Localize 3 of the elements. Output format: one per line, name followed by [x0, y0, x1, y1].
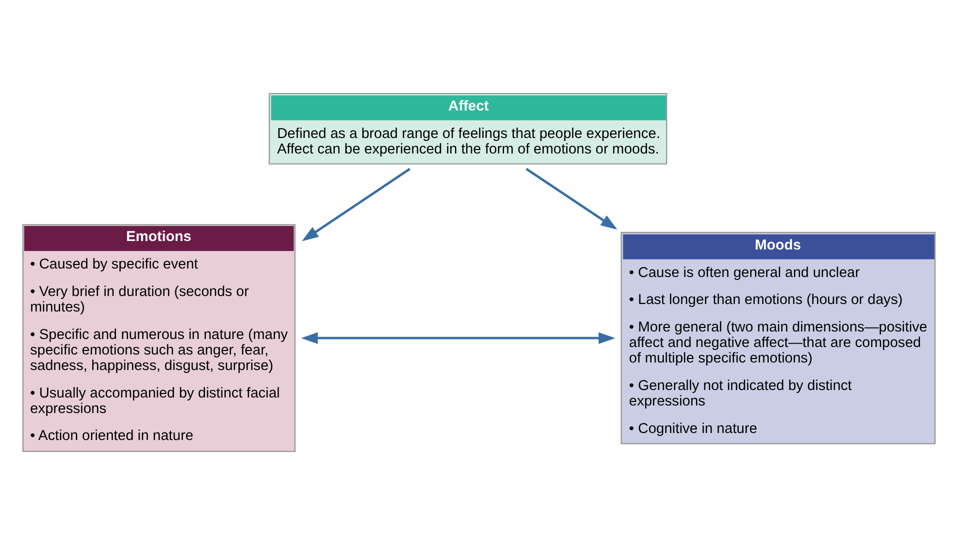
arrow	[302, 167, 410, 241]
arrow	[526, 167, 618, 230]
arrow	[301, 332, 616, 344]
